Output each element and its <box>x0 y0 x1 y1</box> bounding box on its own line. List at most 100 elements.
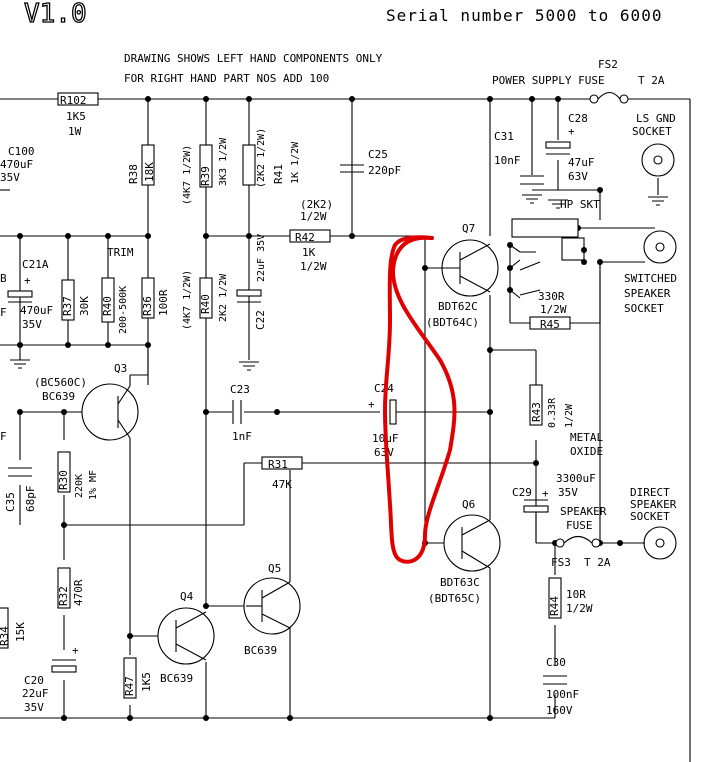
svg-text:35V: 35V <box>24 701 44 714</box>
transistor-q4: Q4 BC639 <box>157 590 215 685</box>
resistor-r32: R32 470R <box>57 567 85 609</box>
svg-text:220pF: 220pF <box>368 164 401 177</box>
svg-text:C20: C20 <box>24 674 44 687</box>
svg-text:68pF: 68pF <box>24 486 37 513</box>
svg-text:470uF: 470uF <box>0 158 33 171</box>
svg-text:35V: 35V <box>558 486 578 499</box>
svg-text:1/2W: 1/2W <box>300 210 327 223</box>
capacitor-c100: C100 470uF 35V <box>0 145 35 184</box>
resistor-r47: R47 1K5 <box>123 657 153 699</box>
svg-text:LS GND: LS GND <box>636 112 676 125</box>
svg-text:30K: 30K <box>78 296 91 316</box>
svg-text:22uF 35V: 22uF 35V <box>256 234 267 282</box>
transistor-q7: Q7 BDT62C (BDT64C) <box>425 222 499 329</box>
svg-text:1% MF: 1% MF <box>88 470 99 500</box>
svg-text:BC639: BC639 <box>42 390 75 403</box>
serial-label: Serial number 5000 to 6000 <box>386 6 662 25</box>
svg-text:R39: R39 <box>199 166 212 186</box>
svg-text:1/2W: 1/2W <box>300 260 327 273</box>
svg-text:160V: 160V <box>546 704 573 717</box>
svg-text:(BC560C): (BC560C) <box>34 376 87 389</box>
resistor-r30: R30 220K 1% MF <box>57 451 99 500</box>
hp-socket: HP SKT <box>507 198 600 299</box>
svg-text:+: + <box>24 274 31 287</box>
svg-text:1K5: 1K5 <box>140 672 153 692</box>
svg-text:R43: R43 <box>530 402 543 422</box>
svg-text:3300uF: 3300uF <box>556 472 596 485</box>
svg-text:SOCKET: SOCKET <box>624 302 664 315</box>
svg-text:R30: R30 <box>57 470 70 490</box>
resistor-r38: R38 18K <box>127 144 156 186</box>
svg-text:SOCKET: SOCKET <box>632 125 672 138</box>
svg-text:22uF: 22uF <box>22 687 49 700</box>
capacitor-c22: C22 22uF 35V <box>236 234 267 330</box>
switched-speaker-socket: SWITCHED SPEAKER SOCKET <box>624 230 677 315</box>
drawing-note-1: DRAWING SHOWS LEFT HAND COMPONENTS ONLY <box>124 52 383 65</box>
svg-text:35V: 35V <box>0 171 20 184</box>
svg-text:R40: R40 <box>199 294 212 314</box>
svg-text:63V: 63V <box>568 170 588 183</box>
svg-text:C100: C100 <box>8 145 35 158</box>
svg-text:1W: 1W <box>68 125 82 138</box>
resistor-r102: R102 1K5 1W <box>57 92 99 138</box>
svg-text:R47: R47 <box>123 676 136 696</box>
fuse-fs2: FS2 POWER SUPPLY FUSE T 2A <box>492 58 665 104</box>
fragment-b: B <box>0 272 7 285</box>
svg-text:1K 1/2W: 1K 1/2W <box>290 141 301 184</box>
resistor-r43: R43 0.33R 1/2W METAL OXIDE <box>529 384 603 458</box>
svg-text:1/2W: 1/2W <box>566 602 593 615</box>
svg-text:R36: R36 <box>141 296 154 316</box>
transistor-q5: Q5 BC639 <box>243 470 301 657</box>
resistor-r45: 330R 1/2W R45 <box>529 290 571 331</box>
svg-text:BDT62C: BDT62C <box>438 300 478 313</box>
svg-text:200-500K: 200-500K <box>118 286 129 334</box>
svg-text:100nF: 100nF <box>546 688 579 701</box>
svg-text:BC639: BC639 <box>160 672 193 685</box>
svg-text:+: + <box>368 398 375 411</box>
svg-text:C35: C35 <box>4 492 17 512</box>
svg-text:(2K2 1/2W): (2K2 1/2W) <box>256 128 267 188</box>
resistor-r44: R44 10R 1/2W <box>548 577 593 619</box>
svg-text:(2K2): (2K2) <box>300 198 333 211</box>
red-annotation-loop <box>383 235 457 564</box>
capacitor-c35: C35 68pF <box>4 467 37 513</box>
svg-text:SWITCHED: SWITCHED <box>624 272 677 285</box>
svg-text:T 2A: T 2A <box>638 74 665 87</box>
resistor-r40-trim: TRIM R40 200-500K <box>101 246 134 334</box>
resistor-r37: R37 30K <box>61 279 91 321</box>
svg-text:470uF: 470uF <box>20 304 53 317</box>
capacitor-c20: + C20 22uF 35V <box>22 644 79 714</box>
fragment-f2: F <box>0 430 7 443</box>
svg-text:15K: 15K <box>14 622 27 642</box>
svg-text:FS2: FS2 <box>598 58 618 71</box>
svg-text:1/2W: 1/2W <box>564 403 575 428</box>
svg-text:R31: R31 <box>268 458 288 471</box>
junctions <box>17 96 623 721</box>
ground-symbols <box>10 194 668 371</box>
svg-text:1K5: 1K5 <box>66 110 86 123</box>
svg-text:R37: R37 <box>61 296 74 316</box>
svg-text:SPEAKER: SPEAKER <box>560 505 607 518</box>
svg-text:R42: R42 <box>295 231 315 244</box>
svg-text:220K: 220K <box>74 474 85 498</box>
svg-text:1/2W: 1/2W <box>540 303 567 316</box>
svg-text:BC639: BC639 <box>244 644 277 657</box>
svg-text:470R: 470R <box>72 579 85 606</box>
resistor-r34: R34 15K <box>0 607 27 649</box>
svg-text:C28: C28 <box>568 112 588 125</box>
svg-text:35V: 35V <box>22 318 42 331</box>
resistor-r39: (4K7 1/2W) R39 3K3 1/2W <box>182 137 229 205</box>
svg-text:R102: R102 <box>60 94 87 107</box>
svg-text:1nF: 1nF <box>232 430 252 443</box>
fragment-f1: F <box>0 306 7 319</box>
svg-text:C31: C31 <box>494 130 514 143</box>
svg-text:18K: 18K <box>143 162 156 182</box>
svg-text:+: + <box>72 644 79 657</box>
svg-text:10R: 10R <box>566 588 586 601</box>
svg-text:Q7: Q7 <box>462 222 475 235</box>
svg-text:C23: C23 <box>230 383 250 396</box>
svg-text:Q6: Q6 <box>462 498 475 511</box>
svg-text:R38: R38 <box>127 164 140 184</box>
capacitor-c28: C28 + 47uF 63V <box>545 112 595 183</box>
capacitor-c31: C31 10nF <box>494 130 544 185</box>
